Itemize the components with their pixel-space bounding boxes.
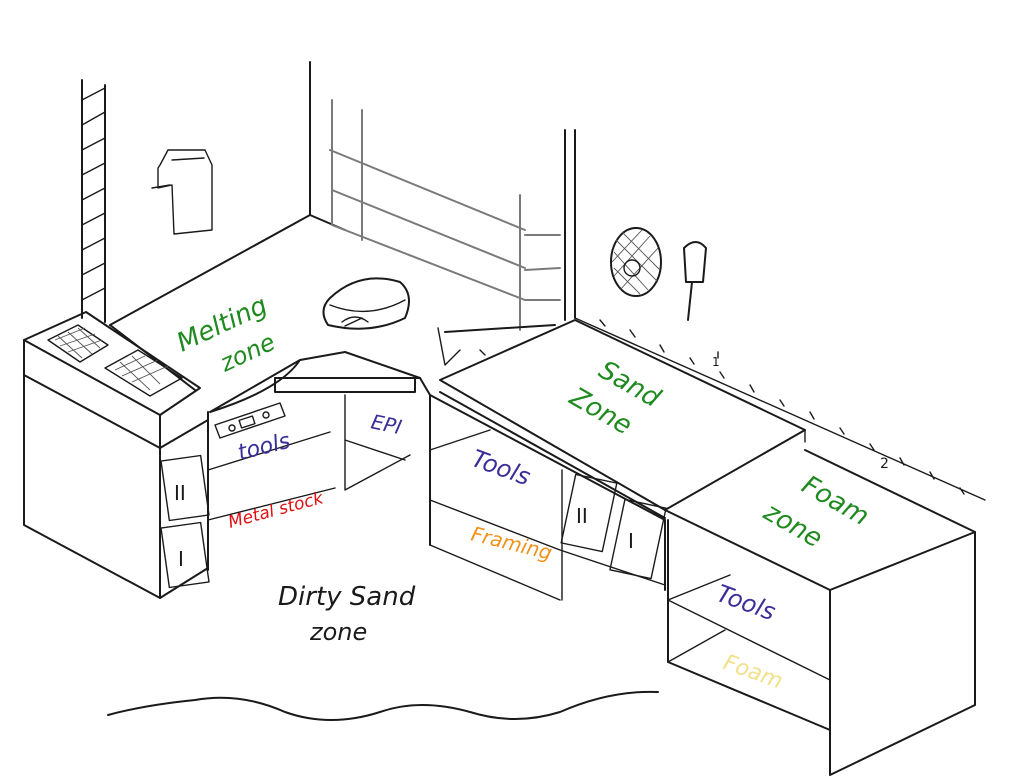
door-label-i-mid: I xyxy=(628,529,634,553)
dirty-sand-boundary xyxy=(107,690,659,721)
sand-mixer-icon xyxy=(322,277,410,330)
left-shelving xyxy=(207,377,431,571)
tools-left-label: tools xyxy=(235,429,293,466)
bucket-icon xyxy=(151,149,213,235)
control-panel-icon xyxy=(228,411,270,432)
epi-label: EPI xyxy=(369,409,404,439)
door-frame-ii xyxy=(160,454,210,522)
foam-bench xyxy=(664,449,976,776)
fan-icon xyxy=(610,227,662,297)
door-label-ii: II xyxy=(174,481,186,505)
door-frame-i-mid xyxy=(609,498,667,580)
metal-stock-label: Metal stock xyxy=(226,488,326,533)
tools-right-label: Tools xyxy=(713,579,779,626)
framing-label: Framing xyxy=(469,522,555,565)
furnace-block: II I xyxy=(23,311,210,599)
door-label-i: I xyxy=(178,547,184,571)
wall-ticks xyxy=(437,317,986,501)
dirty-sand-label-2: zone xyxy=(309,618,367,646)
crucible-icon xyxy=(47,324,183,397)
door-frame-ii-mid xyxy=(560,473,618,553)
wall-mark-2: 2 xyxy=(880,456,889,472)
exhaust-pipe xyxy=(81,79,106,323)
sand-bench: II I xyxy=(429,319,806,601)
dirty-sand-label: Dirty Sand xyxy=(278,582,416,612)
shovel-icon xyxy=(683,241,707,321)
door-frame-i xyxy=(160,521,210,589)
back-wall xyxy=(109,61,576,326)
door-label-ii-mid: II xyxy=(576,504,588,528)
tools-mid-label: Tools xyxy=(468,444,534,491)
wall-mark-1: 1 xyxy=(712,355,720,369)
storage-rack xyxy=(329,99,561,331)
